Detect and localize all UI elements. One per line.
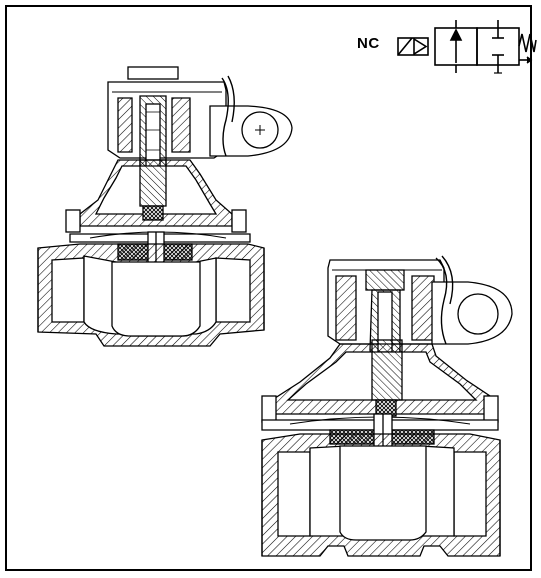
diagram-border — [5, 5, 532, 571]
spring-return — [518, 33, 537, 53]
nc-label: NC — [357, 35, 380, 52]
valve-symbol — [397, 20, 537, 74]
bolt-left-b — [231, 209, 247, 233]
coil-top-cap — [127, 66, 179, 80]
valve-section-right — [261, 255, 513, 557]
solenoid-triangle — [413, 37, 428, 56]
valve-section-left — [37, 66, 293, 347]
bolt-left-a — [65, 209, 81, 233]
flow-arrow-head — [449, 28, 463, 41]
solenoid-actuator-box — [397, 37, 429, 56]
solenoid-diagonal — [397, 37, 413, 56]
